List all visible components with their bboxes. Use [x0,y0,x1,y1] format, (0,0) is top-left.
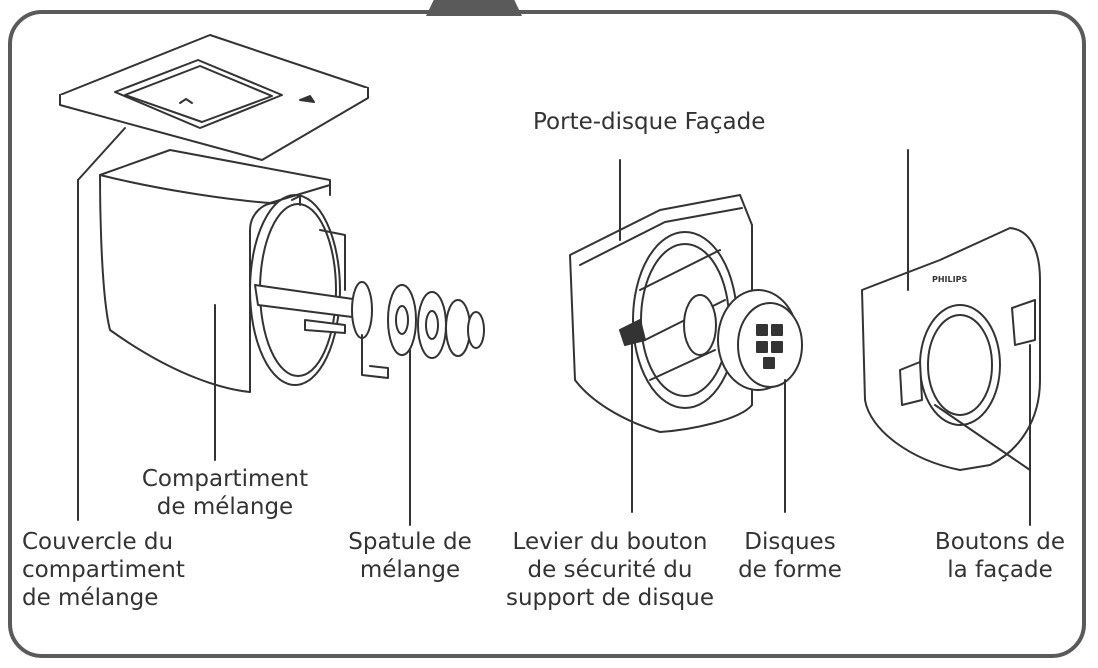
label-front-buttons: Boutons de la façade [934,529,1066,583]
label-spatula: Spatule de mélange [348,529,472,583]
label-lid: Couvercle du compartiment de mélange [22,529,185,611]
compartment-drawing [99,149,346,393]
spatula-drawing [254,281,485,379]
disc-holder-drawing [569,194,753,433]
label-safety-lever: Levier du bouton de sécurité du support … [506,529,714,611]
front-cover-drawing [861,227,1041,471]
shape-disc-drawing [717,289,803,391]
label-shape-discs: Disques de forme [738,529,842,583]
frame-tab [426,0,522,16]
lid-drawing [59,34,369,161]
label-compartment: Compartiment de mélange [141,466,309,520]
label-disc-holder: Porte-disque Façade [533,109,766,135]
leader-lines [77,127,1031,526]
brand-logo: PHILIPS [932,275,968,284]
